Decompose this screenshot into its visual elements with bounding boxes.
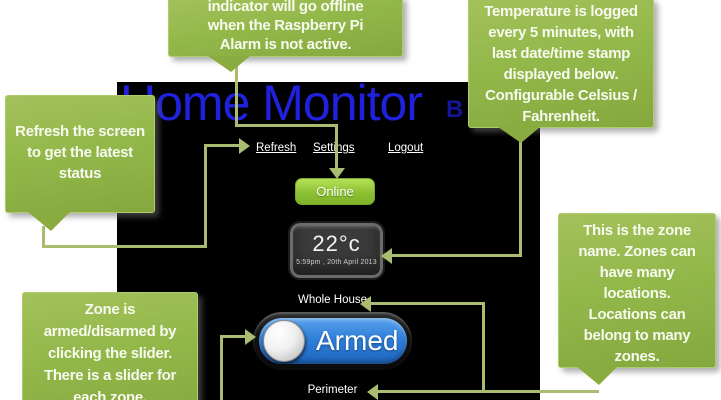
- callout-pointer: [208, 56, 250, 72]
- arrow-down-icon: [329, 168, 345, 179]
- arrow-left-icon: [367, 384, 378, 400]
- callout-pointer: [28, 212, 70, 231]
- connector-line: [42, 226, 45, 248]
- connector-line: [378, 390, 599, 393]
- temperature-timestamp: 5:59pm , 20th April 2013: [296, 259, 377, 266]
- callout-temperature-log: Temperature is logged every 5 minutes, w…: [468, 0, 654, 128]
- connector-line: [371, 302, 485, 305]
- callout-pointer: [576, 366, 618, 385]
- connector-line: [204, 144, 240, 147]
- temperature-widget: 22°c 5:59pm , 20th April 2013: [288, 221, 385, 280]
- connector-line: [220, 335, 246, 338]
- app-title: Home Monitor: [120, 75, 423, 131]
- nav-link-logout[interactable]: Logout: [388, 142, 424, 154]
- arrow-left-icon: [381, 248, 392, 264]
- connector-line: [42, 245, 207, 248]
- arrow-right-icon: [239, 138, 250, 154]
- nav-link-refresh[interactable]: Refresh: [256, 142, 297, 154]
- callout-online-status: indicator will go offline when the Raspb…: [168, 0, 403, 57]
- zone-name-perimeter: Perimeter: [307, 384, 358, 396]
- connector-line: [235, 64, 238, 126]
- callout-text: Temperature is logged every 5 minutes, w…: [484, 3, 638, 125]
- callout-pointer: [498, 127, 540, 143]
- online-status-button[interactable]: Online: [295, 178, 375, 205]
- callout-zone-name: This is the zone name. Zones can have ma…: [558, 213, 716, 368]
- callout-refresh: Refresh the screen to get the latest sta…: [5, 95, 155, 213]
- callout-text: Refresh the screen to get the latest sta…: [15, 123, 145, 182]
- connector-line: [220, 336, 223, 400]
- connector-line: [392, 254, 522, 257]
- nav-link-settings[interactable]: Settings: [313, 142, 355, 154]
- connector-line: [519, 138, 522, 257]
- arm-slider-knob[interactable]: [263, 320, 305, 362]
- arm-slider-track[interactable]: Armed: [259, 318, 407, 364]
- arrow-right-icon: [245, 329, 256, 345]
- connector-line: [482, 303, 485, 393]
- app-title-suffix: B: [446, 96, 464, 123]
- arm-slider-state-label: Armed: [316, 325, 399, 356]
- callout-text: This is the zone name. Zones can have ma…: [578, 222, 696, 365]
- connector-line: [335, 124, 338, 169]
- zone-name-whole-house: Whole House: [297, 294, 368, 306]
- connector-line: [235, 124, 338, 127]
- arm-slider-whole-house[interactable]: Armed: [252, 311, 413, 371]
- connector-line: [204, 145, 207, 248]
- arrow-left-icon: [360, 296, 371, 312]
- callout-text: indicator will go offline when the Raspb…: [207, 0, 364, 53]
- callout-text: Zone is armed/disarmed by clicking the s…: [43, 301, 177, 400]
- callout-zone-slider: Zone is armed/disarmed by clicking the s…: [22, 292, 198, 400]
- temperature-value: 22°c: [312, 231, 361, 256]
